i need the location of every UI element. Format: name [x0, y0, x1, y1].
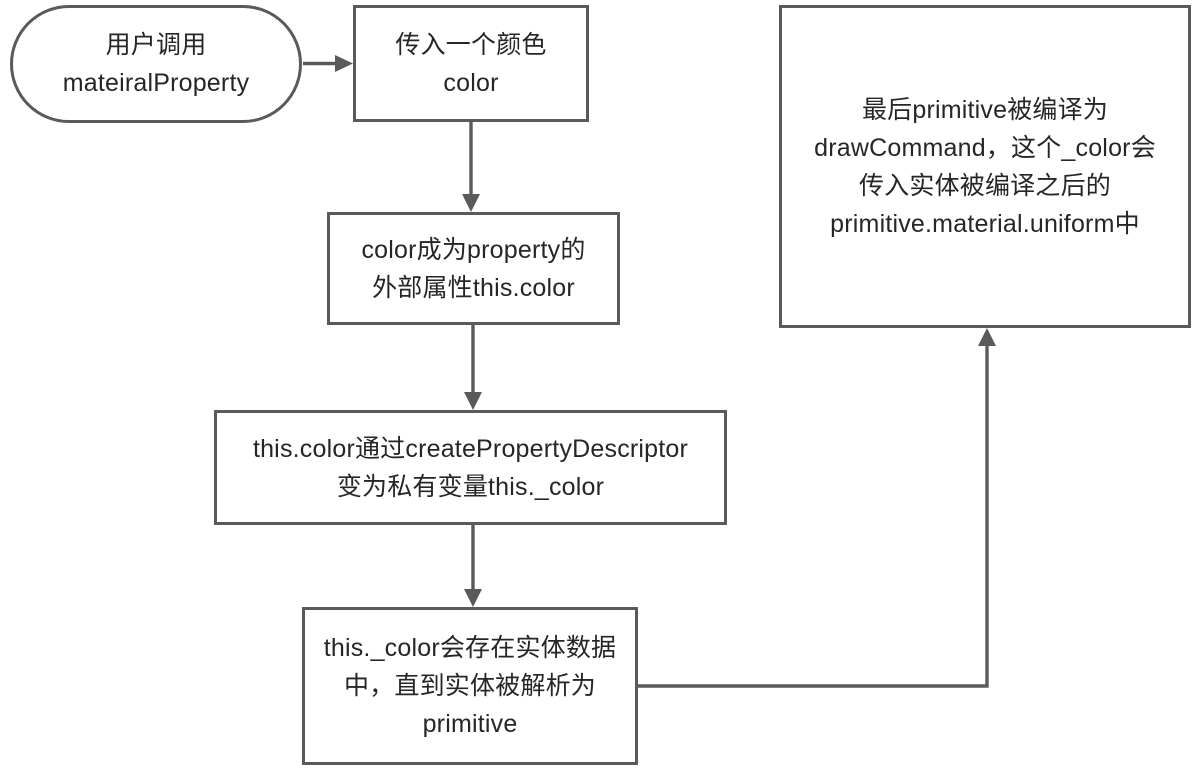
node-stored-in-entity-data[interactable]: this._color会存在实体数据 中，直到实体被解析为 primitive	[302, 607, 638, 765]
node-create-property-descriptor-label: this.color通过createPropertyDescriptor 变为私…	[252, 434, 689, 501]
node-user-call[interactable]: 用户调用 mateiralProperty	[10, 5, 302, 123]
edge-color-property-to-descriptor	[464, 325, 482, 410]
node-pass-color-label: 传入一个颜色 color	[395, 30, 547, 97]
node-primitive-compiled[interactable]: 最后primitive被编译为 drawCommand，这个_color会 传入…	[779, 5, 1191, 328]
node-pass-color[interactable]: 传入一个颜色 color	[353, 5, 589, 122]
node-stored-in-entity-data-label: this._color会存在实体数据 中，直到实体被解析为 primitive	[323, 634, 617, 738]
node-color-becomes-property[interactable]: color成为property的 外部属性this.color	[327, 212, 620, 325]
edge-pass-color-to-color-property	[462, 122, 480, 212]
node-user-call-label: 用户调用 mateiralProperty	[62, 31, 250, 97]
node-color-becomes-property-label: color成为property的 外部属性this.color	[361, 235, 586, 302]
node-primitive-compiled-label: 最后primitive被编译为 drawCommand，这个_color会 传入…	[814, 95, 1156, 238]
edge-descriptor-to-entity-data	[464, 525, 482, 607]
node-create-property-descriptor[interactable]: this.color通过createPropertyDescriptor 变为私…	[214, 410, 727, 525]
edge-user-call-to-pass-color	[303, 55, 353, 72]
